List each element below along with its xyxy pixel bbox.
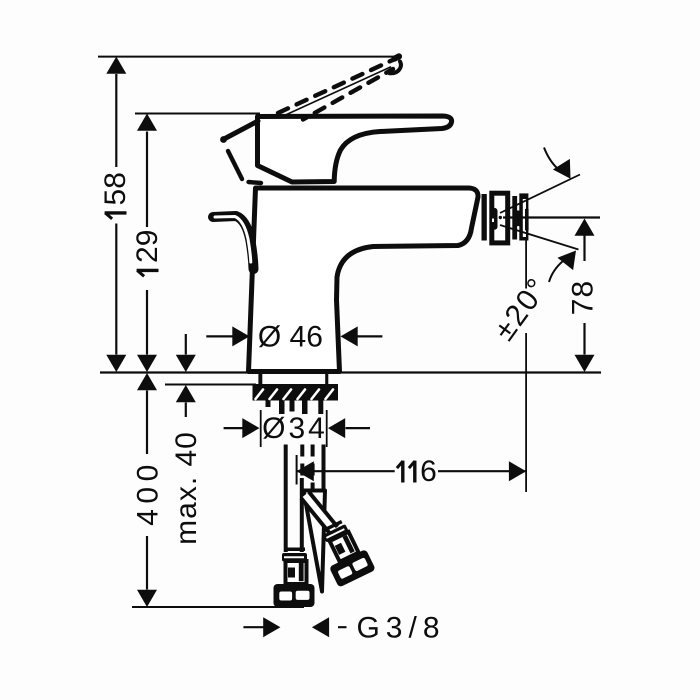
- svg-text:2: 2: [131, 246, 164, 263]
- svg-text:6: 6: [420, 455, 437, 488]
- svg-text:G3/8: G3/8: [356, 612, 445, 645]
- svg-text:78: 78: [567, 280, 600, 315]
- svg-text:max. 40: max. 40: [170, 431, 203, 545]
- svg-text:9: 9: [131, 230, 164, 247]
- svg-text:400: 400: [132, 459, 165, 526]
- svg-text:Ø34: Ø34: [262, 412, 328, 445]
- svg-text:5: 5: [99, 189, 132, 206]
- svg-text:Ø 46: Ø 46: [258, 321, 323, 354]
- svg-text:8: 8: [99, 172, 132, 189]
